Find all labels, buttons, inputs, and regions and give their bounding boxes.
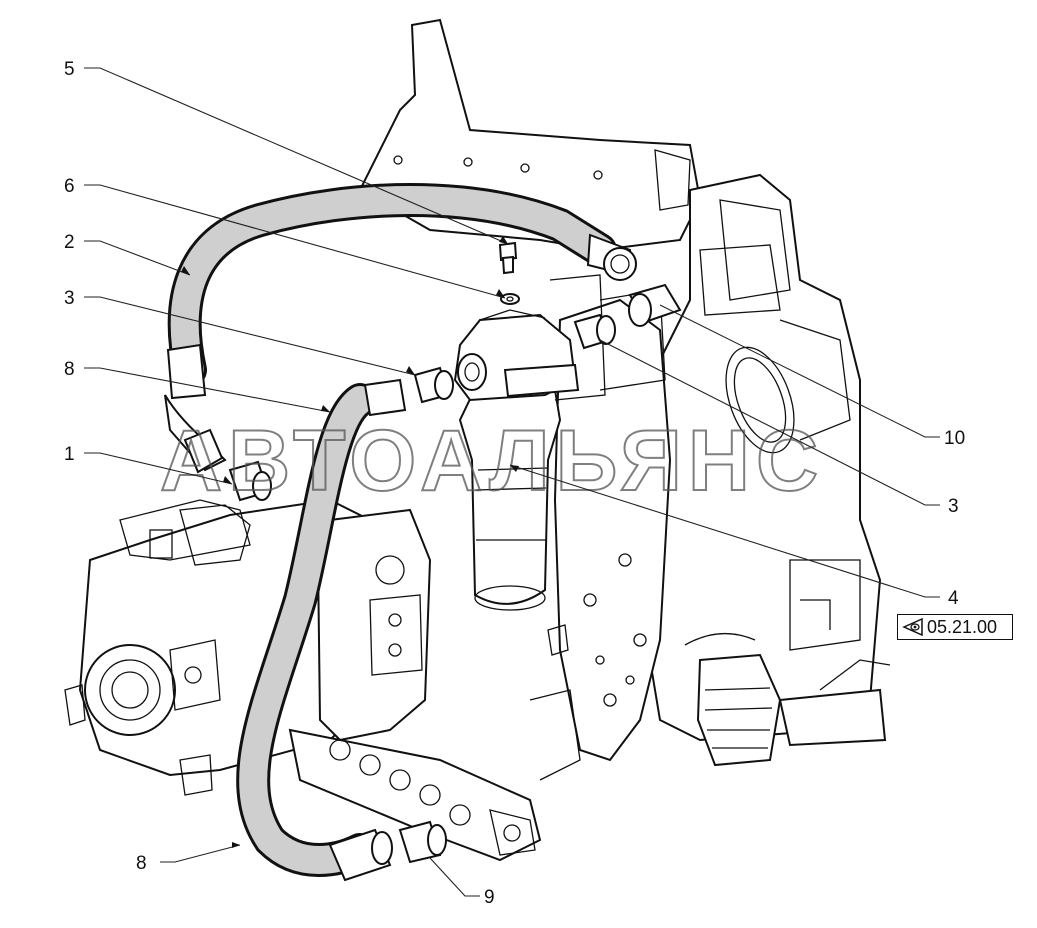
eye-arrow-icon bbox=[902, 617, 923, 637]
callout-2: 2 bbox=[64, 232, 75, 253]
callout-8-upper: 8 bbox=[64, 359, 75, 380]
callout-3-left: 3 bbox=[64, 288, 75, 309]
callout-8-lower: 8 bbox=[136, 853, 147, 874]
callout-numbers: 5 6 2 3 8 1 10 3 4 8 9 bbox=[64, 59, 965, 908]
leader-lines bbox=[84, 67, 940, 897]
hose-2 bbox=[164, 183, 637, 474]
callout-1: 1 bbox=[64, 444, 75, 465]
callout-10: 10 bbox=[944, 428, 965, 449]
callout-9: 9 bbox=[484, 887, 495, 908]
reference-link[interactable]: 05.21.00 bbox=[897, 614, 1013, 640]
oil-filter bbox=[453, 274, 666, 656]
callout-4: 4 bbox=[948, 588, 959, 609]
callout-5: 5 bbox=[64, 59, 75, 80]
callout-3-right: 3 bbox=[948, 496, 959, 517]
hose-8 bbox=[236, 378, 407, 882]
reference-label: 05.21.00 bbox=[927, 616, 998, 637]
fittings bbox=[228, 283, 682, 864]
bolt-and-washer bbox=[498, 241, 520, 305]
watermark: АВТОАЛЬЯНС bbox=[160, 413, 824, 509]
callout-6: 6 bbox=[64, 176, 75, 197]
